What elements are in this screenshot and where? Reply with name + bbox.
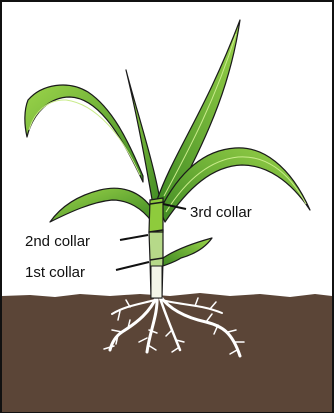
third-collar-label: 3rd collar: [190, 204, 252, 221]
second-collar-label: 2nd collar: [25, 233, 90, 250]
soil: [2, 293, 332, 412]
first-collar-label: 1st collar: [25, 264, 85, 281]
